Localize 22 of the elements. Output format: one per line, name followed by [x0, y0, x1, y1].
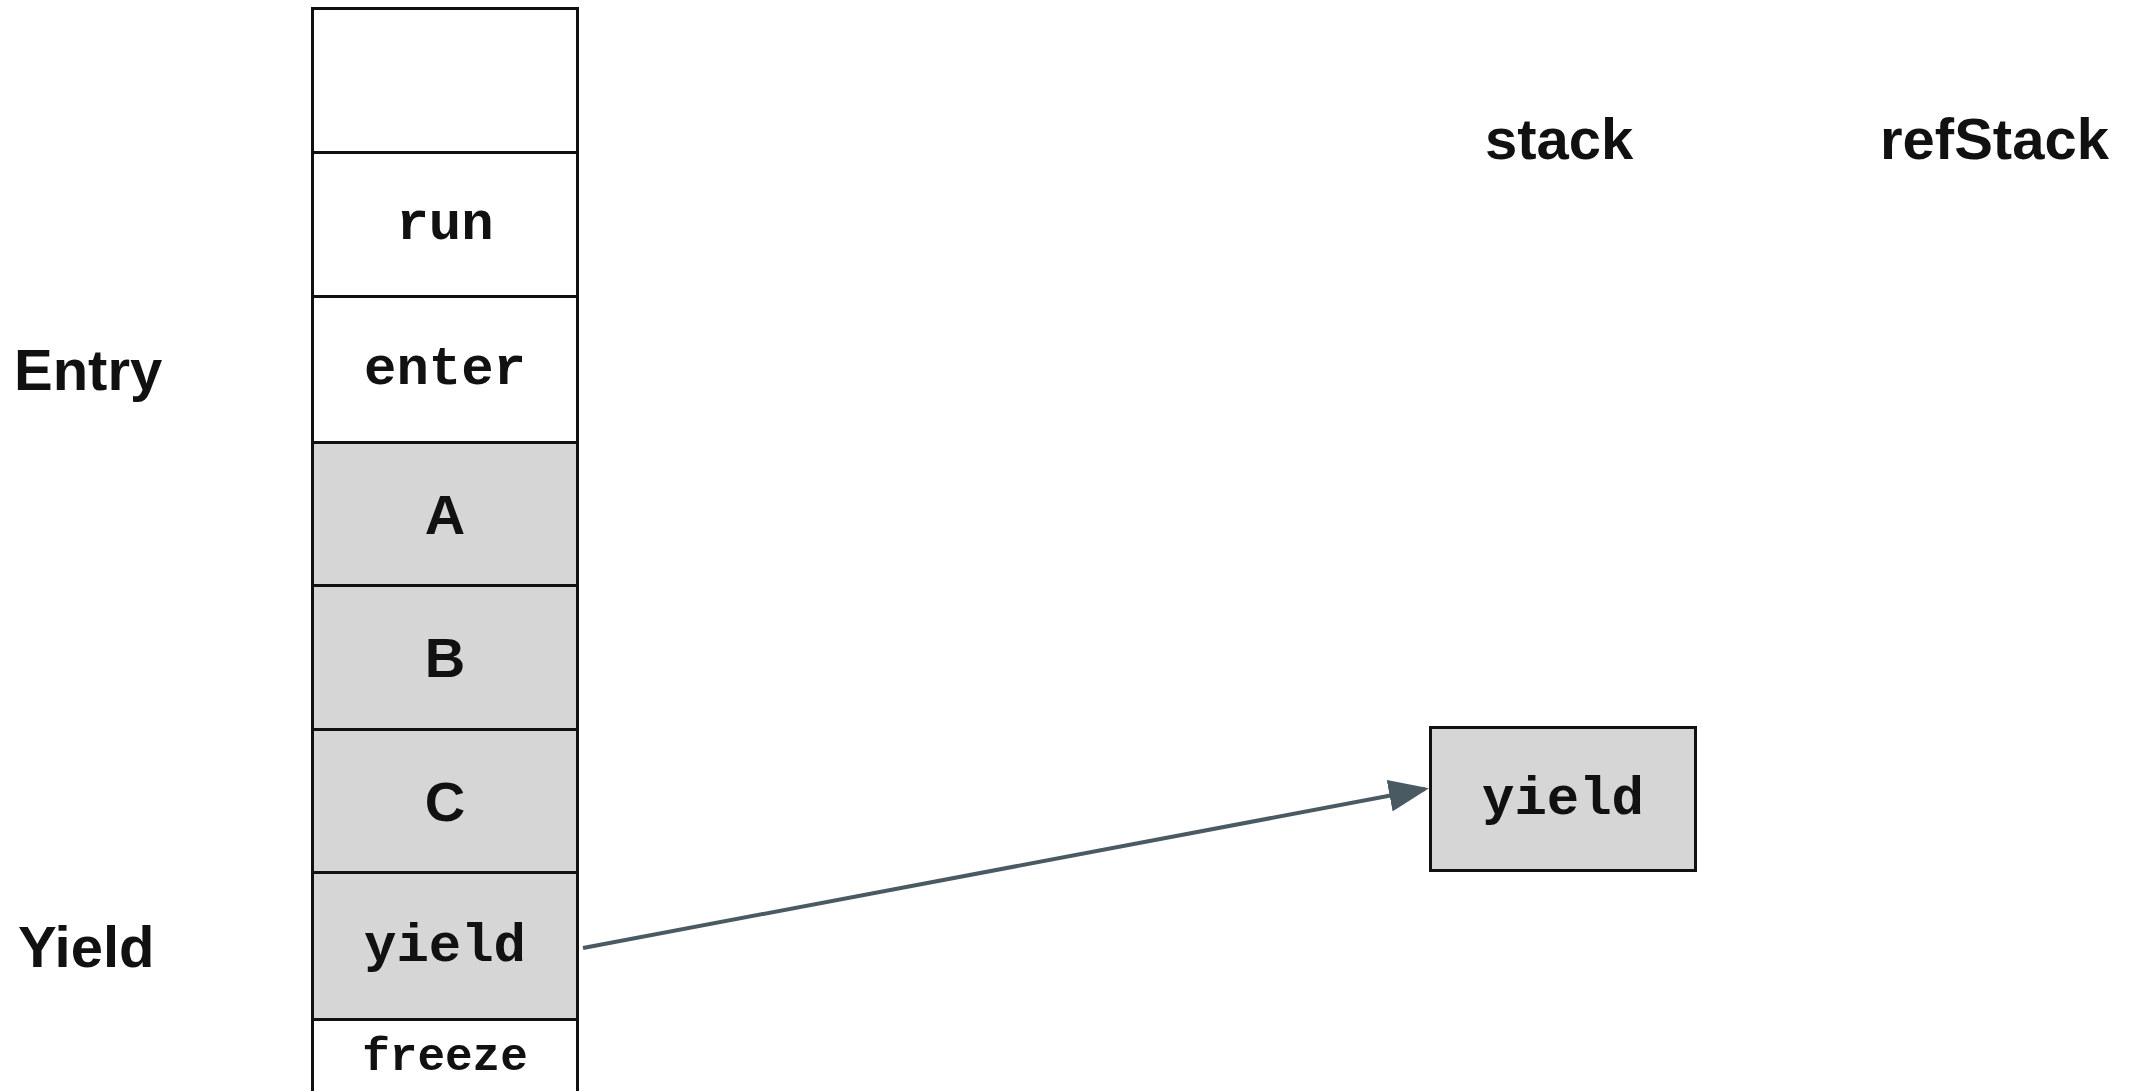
frame-label: freeze: [362, 1032, 528, 1084]
stack-frame: [311, 871, 579, 1021]
frame-label: run: [396, 194, 494, 255]
frame-label: enter: [364, 339, 526, 400]
column-heading: stack: [1485, 105, 1634, 172]
stack-frame: [311, 441, 579, 587]
column-heading: refStack: [1880, 105, 2109, 172]
stack-frame: [311, 151, 579, 298]
stack-frame: [311, 7, 579, 154]
frame-label: A: [424, 481, 466, 547]
arrow: [582, 779, 1429, 950]
frame-box: [1429, 726, 1697, 872]
frame-label: yield: [364, 915, 526, 977]
stack-frame: [311, 295, 579, 444]
frame-label: B: [424, 625, 466, 690]
frame-label: yield: [1482, 768, 1644, 830]
stack-frame: [311, 1018, 579, 1091]
section-label: Entry: [14, 336, 163, 403]
stack-frame: [311, 728, 579, 874]
frame-label: C: [424, 768, 466, 834]
stack-frame: [311, 584, 579, 731]
section-label: Yield: [18, 913, 155, 980]
